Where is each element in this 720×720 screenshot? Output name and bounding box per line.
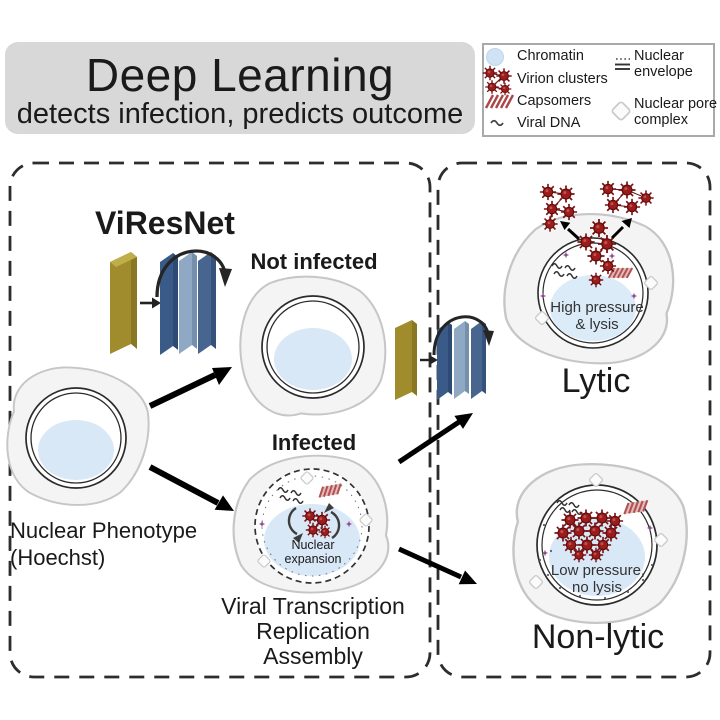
outcome-network [395,315,494,400]
lytic-cell [496,180,682,371]
burst-arrow-right [610,218,632,240]
arrow-to-infected [148,464,234,511]
legend-item-viral-dna: Viral DNA [517,115,581,131]
legend-item-chromatin: Chromatin [517,48,584,64]
input-label-line1: Nuclear Phenotype [10,518,198,543]
input-label-line2: (Hoechst) [10,545,106,570]
infected-caption-line2: Replication [256,618,370,644]
legend-item-capsomers: Capsomers [517,93,592,109]
rotation-arrows [287,506,341,540]
arrow-to-nonlytic [397,546,477,585]
legend-item-nuclear-envelope: Nuclear envelope [634,48,693,80]
residual-arrow-head [219,268,232,287]
virion-clusters-icon [482,65,513,96]
nuclear-expansion-note: Nuclear expansion [284,538,342,567]
nuclear-envelope-icon [615,58,630,70]
arrow-to-not-infected [148,367,232,409]
lytic-note-line2: & lysis [575,316,619,333]
released-virion-cluster-left [539,183,578,233]
not-infected-label: Not infected [250,249,378,274]
figure-title: Deep Learning [85,49,395,101]
viresnet-label: ViResNet [95,205,235,241]
title-box [5,42,475,134]
infected-caption-line3: Assembly [263,643,363,669]
nonlytic-note-line1: Low pressure, [550,562,646,579]
outcome-panel-border [436,161,712,679]
not-infected-cell [233,269,392,422]
legend-item-virion-clusters: Virion clusters [517,71,608,87]
nonlytic-label: Non-lytic [531,618,665,656]
lytic-label: Lytic [561,362,631,400]
chromatin-icon [486,48,504,66]
legend-item-nuclear-pore: Nuclear pore complex [634,96,718,128]
infected-caption-line1: Viral Transcription [221,593,405,619]
released-virion-cluster-right [599,180,655,216]
burst-arrow-left [560,221,581,241]
infected-cell [225,449,396,600]
speckle-dots [538,523,654,600]
legend-box [482,43,715,137]
viral-dna-icon [490,119,504,127]
infected-label: Infected [271,430,357,455]
capsomers-icon [484,94,515,109]
figure-subtitle: detects infection, predicts outcome [16,98,464,130]
nuclear-pore-icon [610,100,632,122]
arrow-to-lytic [397,413,473,465]
viresnet-network [110,249,232,355]
nonlytic-cell [509,460,691,627]
lytic-note-line1: High pressure [550,299,644,316]
hoechst-cell [0,358,158,515]
nonlytic-note-line2: no lysis [571,579,623,596]
